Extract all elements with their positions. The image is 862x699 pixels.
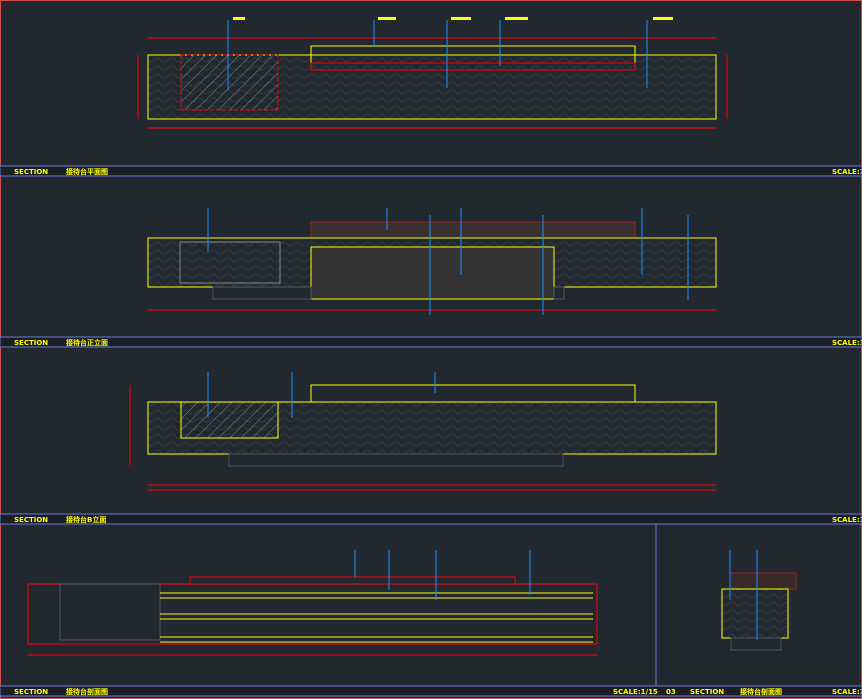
scale-label: SCALE:1 [832, 168, 862, 176]
section-label: SECTION [14, 339, 48, 347]
section-label: SECTION [14, 168, 48, 176]
b-elevation-view [129, 372, 717, 491]
section-label: SECTION [690, 688, 724, 696]
scale-label: SCALE:1/15 [613, 688, 658, 696]
view-title: 接待台B立面 [66, 515, 106, 524]
section-view [27, 524, 797, 686]
scale-label: SCALE:1 [832, 516, 862, 524]
title-bar-3 [0, 513, 862, 525]
view-title: 接待台剖面图 [740, 687, 782, 696]
plan-view [137, 17, 728, 129]
view-tag: 03 [666, 688, 676, 696]
hatched-block [180, 54, 279, 111]
scale-label: SCALE:1 [832, 688, 862, 696]
front-elevation-view [147, 208, 717, 315]
scale-label: SCALE:1 [832, 339, 862, 347]
title-bar-4 [0, 685, 862, 697]
title-bar-1 [0, 165, 862, 177]
title-bar-2 [0, 336, 862, 348]
view-title: 接待台正立面 [66, 338, 108, 347]
section-label: SECTION [14, 688, 48, 696]
section-label: SECTION [14, 516, 48, 524]
view-title: 接待台平面图 [66, 167, 108, 176]
view-title: 接待台剖面图 [66, 687, 108, 696]
